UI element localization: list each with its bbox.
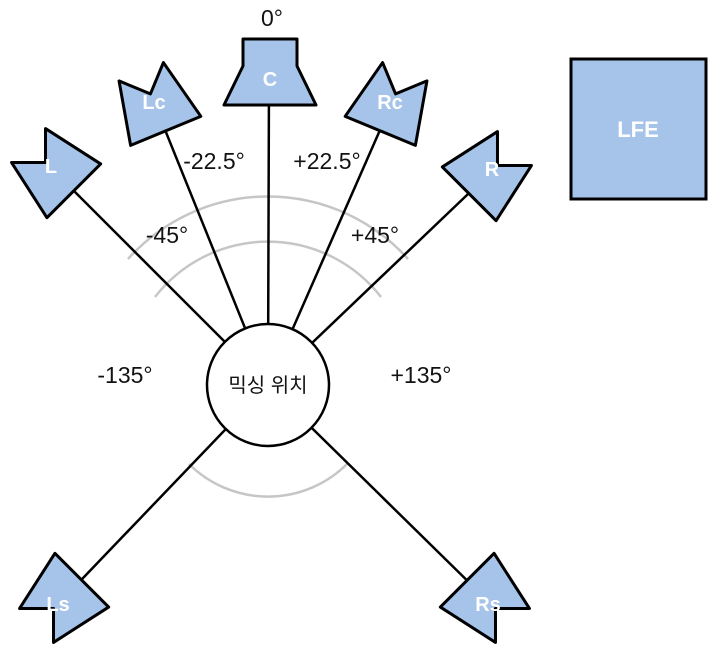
angle-label-minus22: -22.5°	[183, 148, 245, 174]
lfe-box	[569, 57, 708, 201]
speaker-Rs	[438, 551, 531, 644]
mixing-position-label: 믹싱 위치	[228, 374, 307, 397]
angle-arc-rear	[188, 463, 348, 498]
speaker-Lc	[117, 61, 203, 147]
lfe-label: LFE	[617, 117, 659, 142]
mixing-position-circle	[205, 322, 331, 448]
angle-label-minus45: -45°	[146, 222, 188, 248]
angle-label-plus135: +135°	[390, 362, 451, 388]
speaker-R-label: R	[485, 159, 500, 181]
speaker-Rc-label: Rc	[377, 92, 403, 114]
angle-label-0: 0°	[261, 5, 283, 31]
speaker-Lc-label: Lc	[142, 92, 165, 114]
speaker-Rs-label: Rs	[475, 594, 501, 616]
speaker-R	[440, 130, 533, 223]
angle-label-minus135: -135°	[97, 362, 152, 388]
speaker-Ls-label: Ls	[46, 594, 69, 616]
angle-label-plus22: +22.5°	[293, 148, 360, 174]
speaker-Ls	[18, 551, 111, 644]
speaker-Ls-icon	[18, 551, 111, 644]
speaker-Rs-icon	[438, 551, 531, 644]
speaker-L-icon	[10, 127, 103, 220]
speaker-Rc-icon	[343, 61, 429, 147]
speaker-R-icon	[440, 130, 533, 223]
speaker-Rc	[343, 61, 429, 147]
speaker-Lc-icon	[117, 61, 203, 147]
speaker-L	[10, 127, 103, 220]
speaker-L-label: L	[45, 156, 57, 178]
speaker-C-icon	[222, 37, 318, 107]
speaker-C	[222, 37, 318, 107]
angle-label-plus45: +45°	[351, 222, 399, 248]
speaker-C-label: C	[263, 69, 277, 91]
